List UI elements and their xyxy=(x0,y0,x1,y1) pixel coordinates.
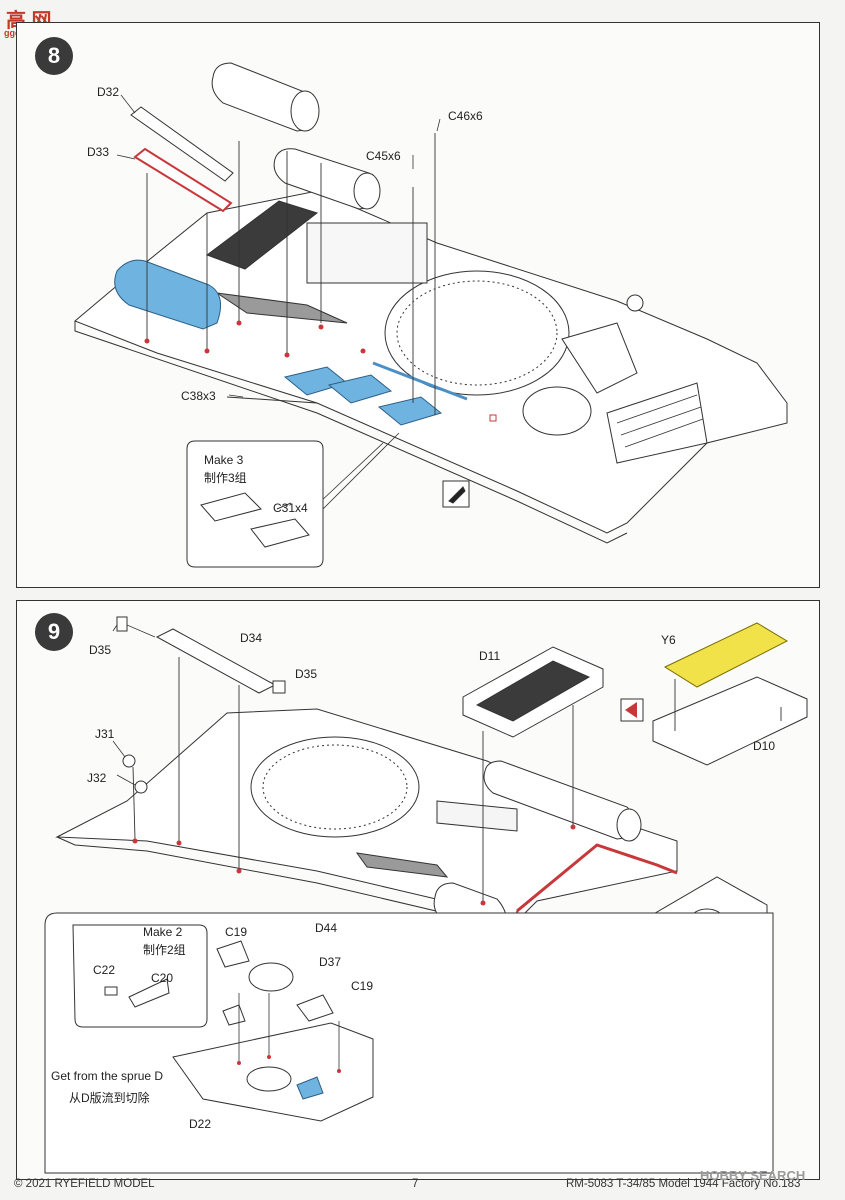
sprue-note: Get from the sprue D xyxy=(51,1069,164,1083)
part-label-d33: D33 xyxy=(87,145,110,159)
part-label-d10: D10 xyxy=(753,739,776,753)
part-label-d37: D37 xyxy=(319,955,342,969)
part-label-c20: C20 xyxy=(151,971,174,985)
part-label-j32: J32 xyxy=(87,771,107,785)
part-label-j31: J31 xyxy=(95,727,115,741)
part-label-d35-left: D35 xyxy=(89,643,112,657)
make2-label-cn: 制作2组 xyxy=(143,943,186,957)
part-label-c46: C46x6 xyxy=(448,109,483,123)
part-label-c19-top: C19 xyxy=(225,925,248,939)
step-9-panel: 9 xyxy=(16,600,820,1180)
part-label-c22: C22 xyxy=(93,963,116,977)
step-8-panel: 8 xyxy=(16,22,820,588)
part-label-d34: D34 xyxy=(240,631,263,645)
hobbysearch-logo: HOBBY SEARCH xyxy=(700,1168,806,1183)
make3-label-cn: 制作3组 xyxy=(204,471,247,485)
step-9-drawing xyxy=(44,616,808,1174)
sprue-note-cn: 从D版流到切除 xyxy=(69,1091,150,1105)
part-label-c45: C45x6 xyxy=(366,149,401,163)
step-8-drawing xyxy=(74,62,788,568)
part-label-d32: D32 xyxy=(97,85,120,99)
footer-copyright: © 2021 RYEFIELD MODEL xyxy=(14,1178,155,1190)
part-label-d11: D11 xyxy=(479,649,501,663)
part-label-d44: D44 xyxy=(315,921,338,935)
part-label-d35-right: D35 xyxy=(295,667,318,681)
part-label-c31: C31x4 xyxy=(273,501,308,515)
make2-label: Make 2 xyxy=(143,925,183,939)
part-label-d22: D22 xyxy=(189,1117,212,1131)
part-label-c38: C38x3 xyxy=(181,389,216,403)
step-8-number: 8 xyxy=(35,37,73,75)
step-9-number: 9 xyxy=(35,613,73,651)
make3-label: Make 3 xyxy=(204,453,244,467)
footer-page-number: 7 xyxy=(412,1178,419,1190)
part-label-y6: Y6 xyxy=(661,633,676,647)
part-label-c19-right: C19 xyxy=(351,979,374,993)
footer-product: RM-5083 T-34/85 Model 1944 Factory No.18… xyxy=(566,1178,801,1190)
